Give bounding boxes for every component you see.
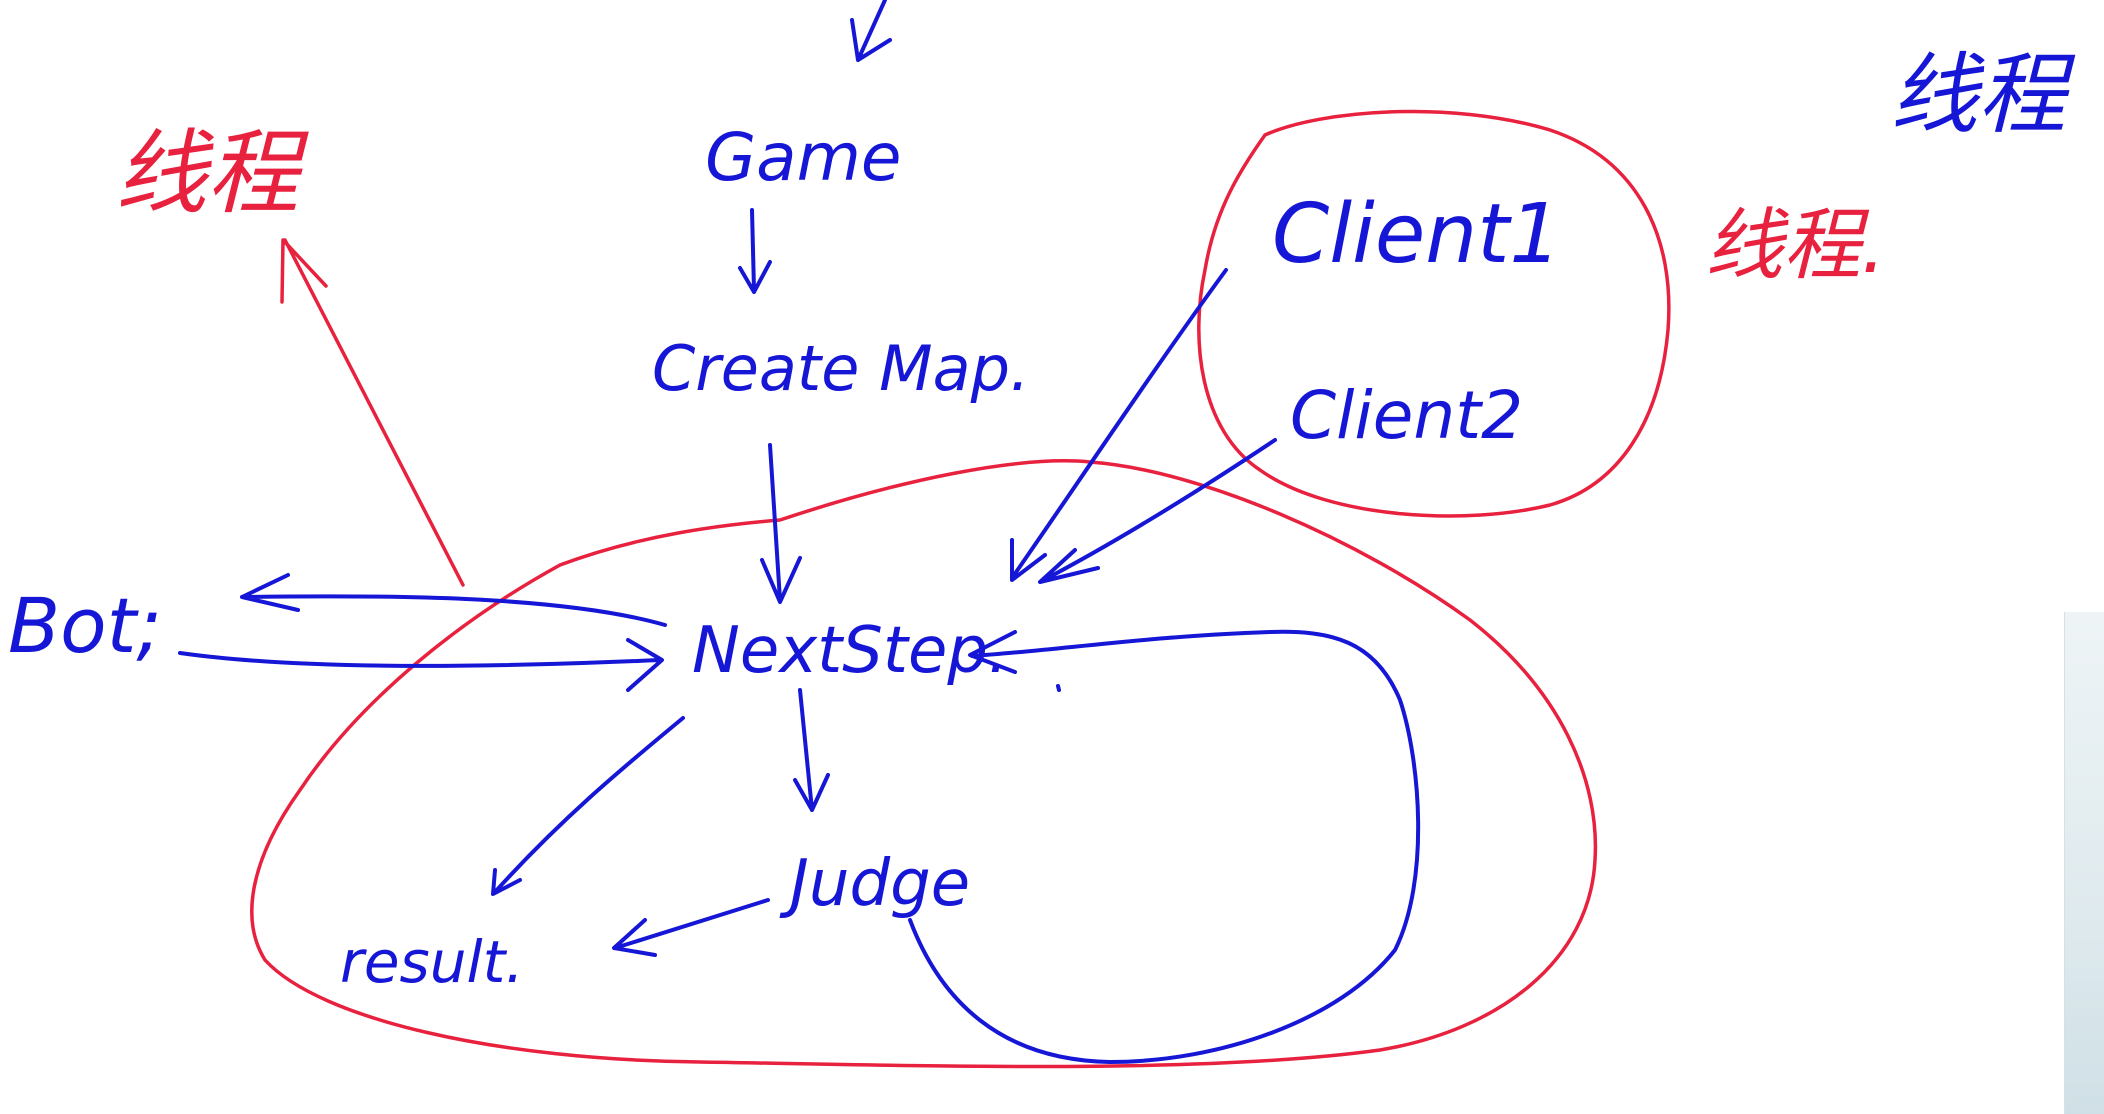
arrow-nextstep-to-bot <box>240 573 667 627</box>
side-panel-edge <box>2064 612 2104 1114</box>
arrow-bot-to-nextstep <box>178 638 664 692</box>
bot-thread-arrowhead <box>280 238 328 304</box>
next-step-label: NextStep. <box>692 614 1008 688</box>
thread-client-label: 线程. <box>1705 201 1886 291</box>
stray-dot <box>1056 684 1061 692</box>
loop-judge-to-nextstep <box>908 629 1421 1064</box>
result-label: result. <box>340 928 524 996</box>
thread-left-label: 线程 <box>115 120 309 227</box>
arrow-nextstep-to-result <box>491 716 685 896</box>
arrow-client2-to-nextstep <box>1038 438 1277 584</box>
judge-label: Judge <box>779 847 970 921</box>
create-map-label: Create Map. <box>652 332 1030 405</box>
client2-label: Client2 <box>1290 377 1523 454</box>
thread-top-right-label: 线程 <box>1890 43 2076 146</box>
client1-label: Client1 <box>1272 187 1562 282</box>
arrow-game-to-createmap <box>738 208 772 294</box>
client-thread-boundary <box>1197 109 1671 518</box>
arrow-judge-to-result <box>612 898 770 957</box>
arrow-client1-to-nextstep <box>1010 268 1228 582</box>
game-label: Game <box>705 119 902 196</box>
bot-label: Bot; <box>8 581 162 670</box>
bot-thread-arrow <box>283 238 465 587</box>
arrow-nextstep-to-judge <box>793 688 830 812</box>
arrow-top-incoming <box>850 0 892 62</box>
main-thread-boundary <box>250 459 1598 1069</box>
arrow-createmap-to-nextstep <box>760 443 802 604</box>
